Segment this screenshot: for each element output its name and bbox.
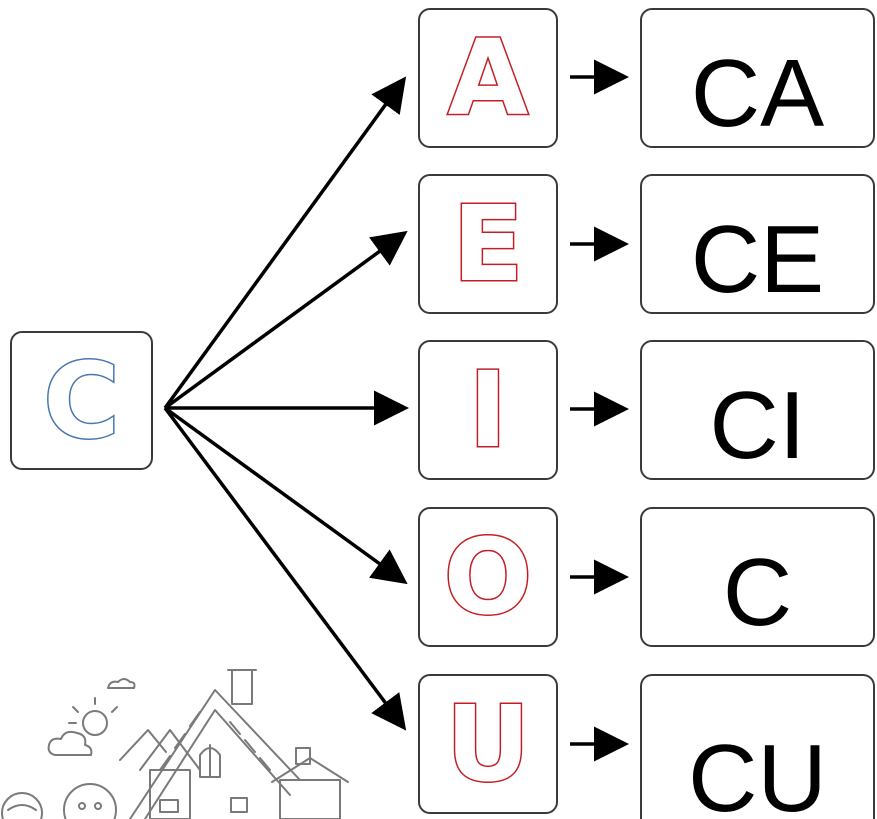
vowel-box-i: I xyxy=(418,340,558,480)
vowel-letter: A xyxy=(446,17,529,139)
vowel-box-u: U xyxy=(418,674,558,814)
syllable-box-ca: CA xyxy=(640,8,875,148)
syllable-box-co: C xyxy=(640,507,875,647)
fan-arrow-a xyxy=(163,76,407,410)
syllable-text: CE xyxy=(690,206,825,313)
vowel-box-o: O xyxy=(418,507,558,647)
syllable-box-ce: CE xyxy=(640,174,875,314)
source-letter: C xyxy=(42,339,121,462)
syllable-text: CI xyxy=(709,372,806,479)
vowel-letter: O xyxy=(442,516,533,638)
syllable-text: CA xyxy=(690,40,825,147)
syllable-text: C xyxy=(722,539,793,646)
vowel-box-e: E xyxy=(418,174,558,314)
syllable-text: CU xyxy=(688,725,827,819)
syllable-box-ci: CI xyxy=(640,340,875,480)
source-letter-box: C xyxy=(10,331,153,470)
vowel-letter: I xyxy=(467,349,509,471)
fan-arrow-e xyxy=(163,230,408,410)
vowel-box-a: A xyxy=(418,8,558,148)
syllable-box-cu: CU xyxy=(640,674,875,819)
fan-arrow-o xyxy=(163,406,408,585)
vowel-letter: E xyxy=(451,183,525,305)
house-sketch-icon xyxy=(1,669,349,819)
vowel-letter: U xyxy=(444,683,531,805)
